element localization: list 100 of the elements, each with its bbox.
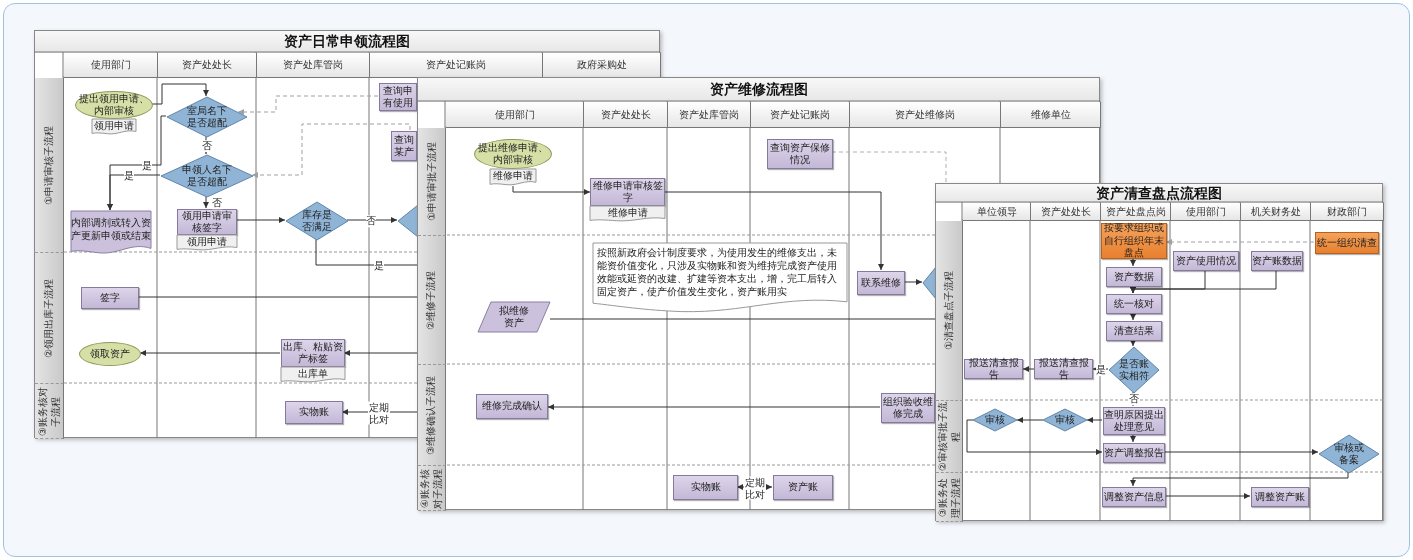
arrow	[251, 123, 411, 178]
lane-header: 资产处库管岗	[668, 102, 751, 128]
process-box: 资产数据	[1106, 267, 1162, 287]
process-box: 报送清查报告	[964, 359, 1023, 379]
arrow	[107, 174, 161, 211]
lane-label: ①申请审核子流程	[35, 78, 64, 253]
connector-line	[315, 238, 418, 266]
document-shape: 维修申请	[590, 206, 665, 222]
process-box: 实物账	[673, 475, 738, 500]
lane-label: ③账务处理子流程	[936, 473, 963, 522]
connector-line	[831, 151, 947, 184]
arrow	[235, 217, 286, 223]
arrow	[1016, 417, 1044, 423]
decision-diamond: 室局名下是否超配	[167, 97, 247, 137]
document-shape: 领用申请	[92, 119, 136, 135]
edge-label: 否	[366, 215, 376, 227]
decision-diamond: 库存是否满足	[286, 202, 348, 240]
process-box: 领用申请审核签字	[177, 209, 237, 235]
lane-label: ③账务核对子流程	[35, 384, 64, 439]
edge-label: 否	[202, 140, 212, 152]
lane-header: 政府采购处	[543, 53, 661, 78]
lane-header: 资产处处长	[1031, 203, 1101, 221]
process-box: 出库、粘贴资产标签	[281, 339, 345, 367]
process-box: 统一核对	[1106, 294, 1162, 314]
process-box: 报送清查报告	[1034, 359, 1093, 379]
process-box: 清查结果	[1106, 321, 1162, 341]
panel-heading: 资产清查盘点流程图	[1096, 184, 1222, 203]
edge-label: 否	[1129, 393, 1139, 405]
process-box: 查询某产	[391, 131, 417, 161]
lane-header: 资产处库管岗	[257, 53, 370, 78]
arrow	[512, 185, 591, 195]
decision-diamond: 审核	[1043, 409, 1087, 431]
connector-line	[137, 296, 418, 298]
process-box: 维修完成确认	[476, 394, 548, 419]
swimlane-panel	[935, 183, 1383, 521]
edge-label: 是	[142, 160, 152, 172]
edge-label: 是	[124, 170, 134, 182]
arrow	[1130, 312, 1136, 321]
process-box: 资产调整报告	[1103, 443, 1165, 463]
arrow	[1130, 339, 1136, 347]
edge-label: 否	[212, 197, 222, 209]
lane-label: ②审核审批子流程	[936, 401, 963, 473]
process-box: 查询申有使用	[379, 83, 417, 111]
process-box: 组织验收维修完成	[881, 393, 935, 423]
process-box: 资产账	[773, 475, 833, 500]
process-box: 实物账	[285, 401, 343, 424]
document-shape: 维修申请	[490, 169, 536, 186]
arrow	[203, 195, 209, 209]
process-box: 查明原因提出处理意见	[1103, 407, 1165, 435]
process-box: 资产账数据	[1251, 251, 1303, 271]
arrow	[1164, 493, 1251, 499]
panel-heading: 资产维修流程图	[709, 81, 808, 99]
lane-label: ④账务核对子流程	[418, 466, 446, 511]
arrow	[139, 350, 281, 356]
arrow	[1086, 417, 1103, 423]
process-box: 资产使用情况	[1173, 251, 1239, 271]
arrow	[343, 350, 418, 356]
edge-label: 定期比对	[368, 401, 390, 425]
terminal-shape: 领取资产	[79, 342, 141, 366]
lane-header: 使用部门	[1171, 203, 1241, 221]
terminal-shape: 提出领用申请、内部审核	[75, 91, 153, 119]
arrow	[1022, 366, 1035, 372]
lane-header: 资产处盘点岗	[1101, 203, 1171, 221]
process-box: 签字	[81, 287, 139, 309]
process-box: 调整资产账	[1251, 487, 1309, 507]
process-box: 联系维修	[857, 271, 905, 295]
arrow	[1130, 433, 1136, 443]
lane-header: 使用部门	[446, 102, 584, 128]
note-document: 按照新政府会计制度要求，为使用发生的维修支出，未能资价值变化，只涉及实物账和资为维持完成资产使用效能或延资的改建、扩建等资本支出，增，完工后转入固定资产，使产价值发生变化，资产账用实	[593, 243, 847, 313]
document-shape: 内部调剂或转入资产更新申领或结束	[71, 211, 151, 255]
lane-header: 使用部门	[64, 53, 158, 78]
arrow	[237, 95, 379, 115]
arrow	[903, 279, 923, 285]
lane-header: 资产处记账岗	[370, 53, 543, 78]
lane-header: 资产处维修岗	[850, 102, 1001, 128]
edge-label: 是	[374, 260, 384, 272]
arrow	[1130, 257, 1136, 267]
arrow	[1163, 449, 1319, 455]
decision-diamond: 申领人名下是否超配	[161, 155, 253, 197]
lane-header: 维修单位	[1001, 102, 1101, 128]
process-box: 查询资产保修情况	[767, 139, 833, 169]
lane-header: 机关财务处	[1241, 203, 1311, 221]
edge-label: 定期比对	[744, 476, 766, 500]
arrow	[151, 83, 209, 105]
document-shape: 领用申请	[177, 235, 237, 251]
lane-label: ②领用出库子流程	[35, 253, 64, 384]
lane-header: 财政部门	[1311, 203, 1384, 221]
lane-label: ②维修子流程	[418, 236, 446, 365]
process-box: 统一组织清查	[1315, 232, 1379, 254]
lane-header: 资产处记账岗	[751, 102, 850, 128]
lane-label: ③维修确认子流程	[418, 365, 446, 466]
data-parallelogram: 拟维修资产	[478, 302, 550, 332]
lane-header: 资产处处长	[158, 53, 257, 78]
arrow	[1165, 239, 1315, 245]
decision-diamond: 是否账实相符	[1109, 347, 1159, 393]
document-shape: 出库单	[281, 367, 345, 383]
process-box: 调整资产信息	[1102, 487, 1166, 507]
lane-header: 资产处处长	[584, 102, 668, 128]
arrow	[547, 404, 881, 410]
process-box: 维修申请审核签字	[590, 178, 665, 206]
